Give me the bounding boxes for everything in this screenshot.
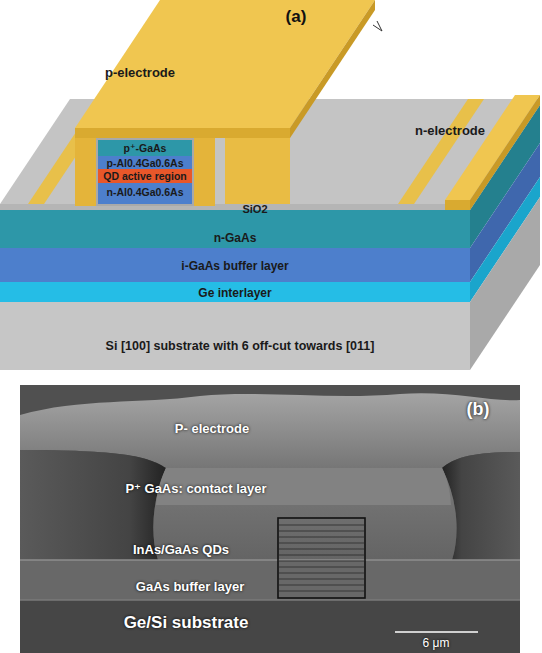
layer-label: SiO2 bbox=[242, 204, 267, 215]
electrode-face bbox=[75, 138, 96, 206]
scale-bar bbox=[395, 631, 478, 633]
sem-interface bbox=[20, 599, 520, 601]
substrate-layer: Si [100] substrate with 6 off-cut toward… bbox=[0, 302, 470, 370]
ridge-layer: p-Al0.4Ga0.6As bbox=[98, 156, 192, 169]
qd-layers bbox=[279, 525, 364, 591]
qd-inset-box bbox=[278, 518, 365, 598]
layer-label: n-GaAs bbox=[214, 232, 257, 244]
sem-annotation: GaAs buffer layer bbox=[136, 580, 244, 593]
electrode-outline bbox=[405, 90, 542, 212]
electrode-face bbox=[75, 0, 375, 128]
sem-interface bbox=[20, 559, 520, 561]
oxide-layer: SiO2 bbox=[0, 204, 470, 210]
sem-background bbox=[20, 385, 520, 653]
sem-substrate bbox=[20, 600, 520, 653]
sem-annotation: InAs/GaAs QDs bbox=[133, 543, 229, 556]
active-region: QD active region bbox=[98, 169, 192, 183]
layer-label: Ge interlayer bbox=[198, 287, 271, 299]
epi-layer: n-GaAs bbox=[0, 210, 470, 248]
si-side-face bbox=[470, 197, 540, 370]
sem-annotation: Ge/Si substrate bbox=[124, 614, 249, 631]
sem-annotation: 6 μm bbox=[423, 637, 450, 649]
sem-annotation: P⁺ GaAs: contact layer bbox=[125, 482, 266, 495]
electrode-face bbox=[445, 95, 540, 200]
ridge-layer: p⁺-GaAs bbox=[98, 140, 192, 156]
layer-label: p⁺-GaAs bbox=[124, 143, 167, 154]
electrode-face bbox=[75, 128, 290, 138]
buffer-layer: i-GaAs buffer layer bbox=[0, 248, 470, 282]
electrode-face bbox=[194, 138, 215, 206]
layer-label: Si [100] substrate with 6 off-cut toward… bbox=[106, 340, 375, 353]
n-electrode: n-electrode bbox=[405, 90, 542, 212]
layer-label: n-electrode bbox=[415, 124, 485, 137]
electrode-face bbox=[470, 95, 540, 210]
layer-label: QD active region bbox=[103, 171, 186, 182]
sem-buffer bbox=[20, 560, 520, 600]
pointer-mark bbox=[373, 21, 382, 31]
electrode-face bbox=[96, 138, 194, 206]
layer-label: p-electrode bbox=[105, 66, 175, 79]
layer-label: p-Al0.4Ga0.6As bbox=[106, 157, 183, 168]
layer-label: n-Al0.4Ga0.6As bbox=[106, 187, 183, 198]
sem-annotation: P- electrode bbox=[175, 422, 249, 435]
electrode-face bbox=[225, 138, 290, 204]
panel-letter: (b) bbox=[467, 400, 490, 418]
interlayer: Ge interlayer bbox=[0, 282, 470, 302]
layer-label: i-GaAs buffer layer bbox=[181, 260, 288, 272]
electrode-face bbox=[445, 200, 470, 210]
panel-letter: (a) bbox=[286, 8, 307, 25]
ridge-layer: n-Al0.4Ga0.6As bbox=[98, 183, 192, 204]
